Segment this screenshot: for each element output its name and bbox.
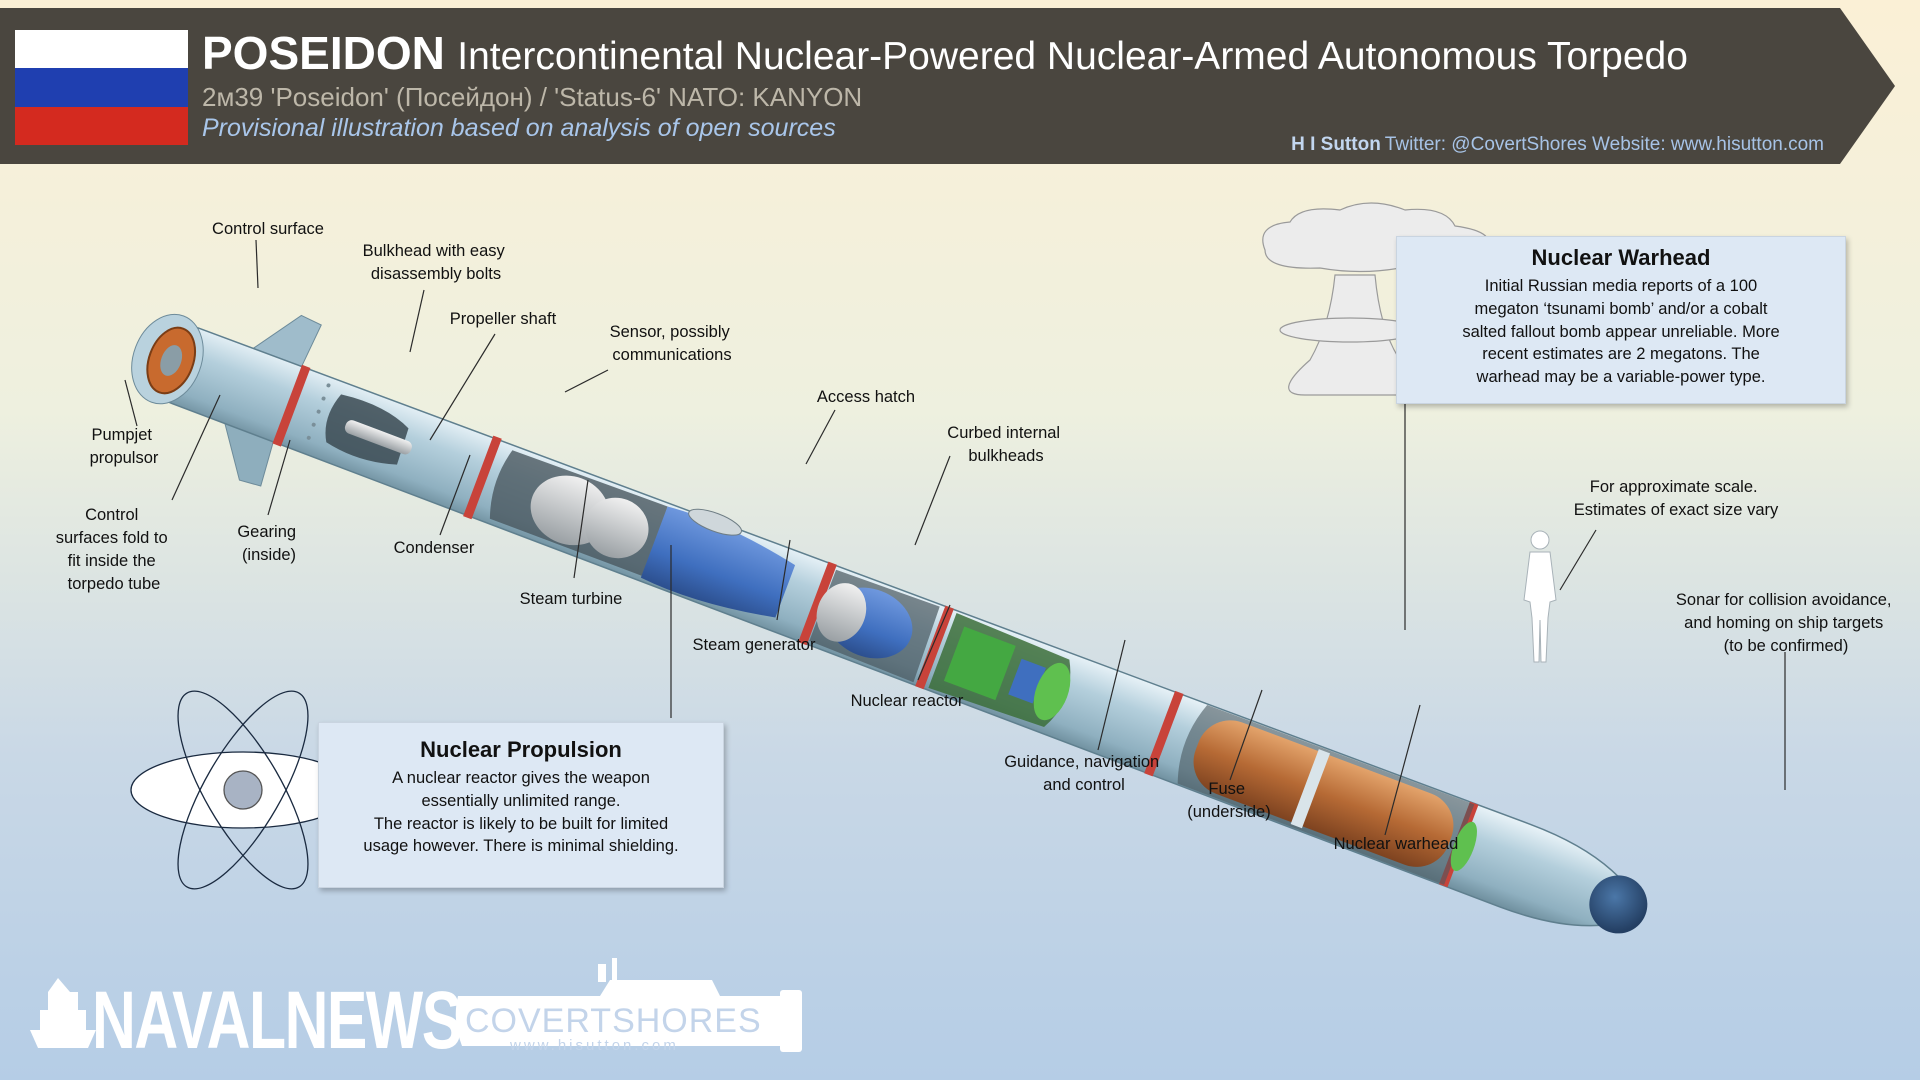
red-band-3 (798, 561, 837, 646)
propulsion-line: usage however. There is minimal shieldin… (363, 837, 679, 856)
flag-stripe-red (15, 106, 188, 145)
label-fuse: Fuse (underside) (1187, 780, 1270, 821)
flag-stripe-blue (15, 68, 188, 107)
label-control-fold: Control surfaces fold to fit inside the … (56, 506, 172, 593)
label-gearing: Gearing (inside) (237, 523, 300, 564)
warhead-line: megaton ‘tsunami bomb’ and/or a cobalt (1474, 299, 1768, 318)
red-band-5 (1144, 690, 1184, 777)
nuclear-warhead-body (1193, 720, 1454, 867)
warhead-line: warhead may be a variable-power type. (1476, 368, 1766, 387)
red-band-1 (272, 364, 311, 447)
label-sonar: Sonar for collision avoidance, and homin… (1676, 591, 1896, 655)
warhead-line: salted fallout bomb appear unreliable. M… (1462, 322, 1780, 341)
label-control-surface: Control surface (212, 220, 324, 238)
label-sensor: Sensor, possibly communications (610, 323, 735, 364)
label-bulkhead: Bulkhead with easy disassembly bolts (363, 242, 510, 283)
bulkhead-bolts (306, 383, 331, 440)
propulsion-line: The reactor is likely to be built for li… (373, 814, 669, 833)
subtitle-italic: Provisional illustration based on analys… (202, 114, 836, 142)
atom-icon (130, 690, 356, 890)
access-hatch (688, 508, 742, 536)
title-bold: POSEIDON (202, 27, 445, 79)
propulsion-info-box: Nuclear Propulsion A nuclear reactor giv… (318, 722, 724, 888)
label-condenser: Condenser (394, 539, 475, 557)
sonar-dome (1589, 875, 1648, 934)
torpedo (131, 313, 1648, 934)
propulsion-box-title: Nuclear Propulsion (420, 737, 622, 762)
page-title: POSEIDON Intercontinental Nuclear-Powere… (202, 26, 1688, 80)
navalnews-logo: NAVALNEWS (92, 975, 462, 1066)
warhead-line: recent estimates are 2 megatons. The (1482, 345, 1760, 364)
propulsion-line: essentially unlimited range. (421, 791, 621, 810)
label-nuclear-warhead: Nuclear warhead (1334, 835, 1459, 853)
label-scale: For approximate scale. Estimates of exac… (1574, 478, 1779, 519)
human-scale-figure (1523, 530, 1557, 663)
credit-name: H I Sutton (1291, 134, 1381, 155)
covertshores-url: www.hisutton.com (510, 1037, 679, 1054)
label-steam-generator: Steam generator (693, 636, 816, 654)
label-pumpjet: Pumpjet propulsor (90, 426, 159, 467)
warhead-line: Initial Russian media reports of a 100 (1484, 277, 1758, 295)
warhead-box-text: Initial Russian media reports of a 100 m… (1397, 275, 1845, 389)
flag-stripe-white (15, 30, 188, 69)
label-access-hatch: Access hatch (817, 388, 915, 406)
title-rest: Intercontinental Nuclear-Powered Nuclear… (457, 35, 1688, 78)
steam-generator (640, 506, 796, 618)
covertshores-logo: COVERTSHORES (465, 1002, 762, 1040)
propulsion-box-text: A nuclear reactor gives the weapon essen… (319, 767, 723, 858)
header-banner (0, 8, 1895, 164)
label-guidance: Guidance, navigation and control (1004, 753, 1164, 794)
red-band-2 (463, 435, 502, 520)
label-nuclear-reactor: Nuclear reactor (851, 692, 964, 710)
leader-lines (124, 239, 1786, 836)
credit-links: Twitter: @CovertShores Website: www.hisu… (1384, 134, 1824, 155)
navalnews-ship-icon (30, 978, 96, 1048)
subtitle: 2м39 'Poseidon' (Посейдон) / 'Status-6' … (202, 82, 863, 112)
warhead-info-box: Nuclear Warhead Initial Russian media re… (1396, 236, 1846, 404)
label-propeller-shaft: Propeller shaft (450, 310, 557, 328)
russian-flag (15, 30, 188, 145)
red-band-4 (915, 605, 954, 690)
warhead-box-title: Nuclear Warhead (1531, 245, 1711, 270)
propulsion-line: A nuclear reactor gives the weapon (392, 769, 650, 787)
label-curbed-bulkheads: Curbed internal bulkheads (947, 424, 1064, 465)
propeller-shaft (344, 420, 412, 455)
covertshores-submarine-icon (455, 958, 802, 1052)
label-steam-turbine: Steam turbine (520, 590, 623, 608)
